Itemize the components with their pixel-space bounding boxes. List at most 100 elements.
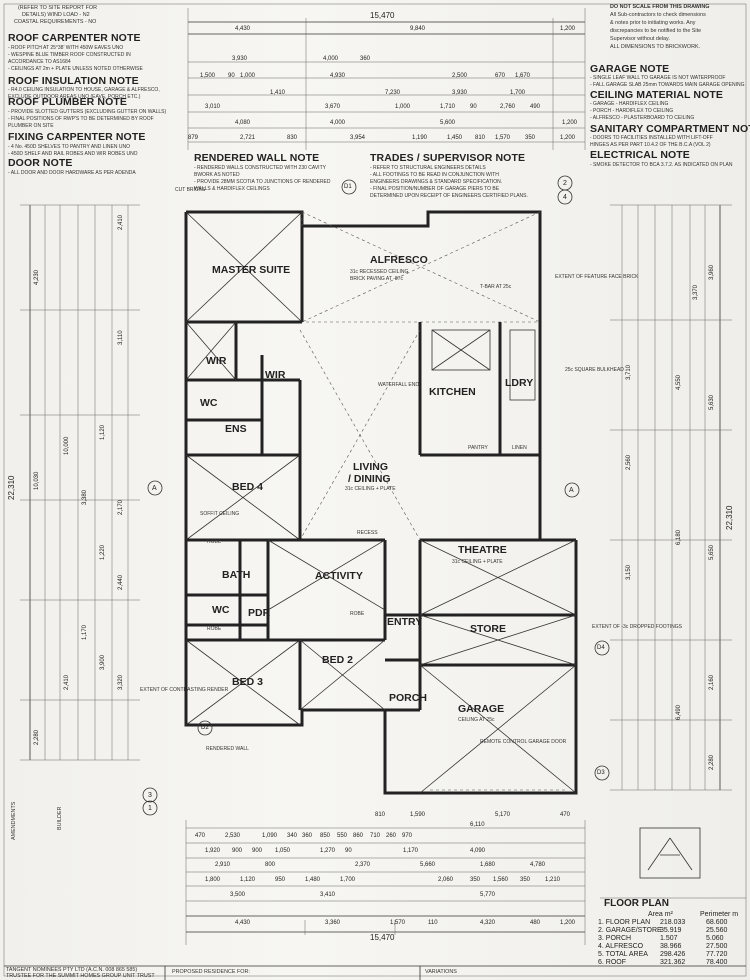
dim-left: 2,170 [118, 499, 124, 515]
room-alfresco: ALFRESCO [370, 254, 428, 266]
dim-bottom: 110 [428, 920, 438, 926]
dim-top: 3,010 [205, 104, 221, 110]
room-ensuite: ENS [225, 423, 247, 435]
room-wc: WC [200, 397, 218, 409]
room-store: STORE [470, 623, 506, 635]
dim-overall-bottom: 15,470 [370, 933, 395, 942]
dim-bottom: 1,590 [410, 812, 426, 818]
dim-right: 2,560 [626, 454, 632, 470]
dim-bottom: 470 [560, 812, 571, 818]
room-wir: WIR [206, 355, 227, 367]
note-line: - CEILINGS AT 2m + PLATE UNLESS NOTED OT… [8, 66, 143, 72]
room-wir: WIR [265, 369, 286, 381]
dim-left: 2,440 [118, 574, 124, 590]
note-line: ACCORDANCE TO AS1684 [8, 59, 71, 65]
dim-top: 2,500 [452, 73, 468, 79]
extent-feature-label: EXTENT OF FEATURE FACE BRICK [555, 274, 639, 280]
title-block-trustee: TRUSTEE FOR THE SUMMIT HOMES GROUP UNIT … [6, 973, 155, 979]
dim-top: 1,200 [562, 120, 578, 126]
legend-title: FLOOR PLAN [604, 898, 669, 909]
room-bed3: BED 3 [232, 676, 263, 688]
dim-right: 5,630 [709, 394, 715, 410]
dim-bottom: 1,050 [275, 848, 291, 854]
dim-top: 810 [475, 135, 486, 141]
roof-insulation-note-title: ROOF INSULATION NOTE [8, 75, 139, 87]
dim-bottom: 860 [353, 833, 364, 839]
garage-note-title: GARAGE NOTE [590, 63, 670, 75]
dim-bottom: 4,430 [235, 920, 251, 926]
dim-right: 5,650 [709, 544, 715, 560]
dim-top: 4,080 [235, 120, 251, 126]
legend-row-label: 3. PORCH [598, 935, 632, 942]
marker-2: 2 [563, 180, 567, 187]
dim-bottom: 1,120 [240, 877, 256, 883]
dim-top: 7,230 [385, 90, 401, 96]
top-right-note-line: All Sub-contractors to check dimensions [610, 12, 706, 18]
legend-row-area: 298.426 [660, 951, 686, 958]
dim-top: 1,000 [395, 104, 411, 110]
dim-bottom: 2,370 [355, 862, 371, 868]
note-line: - FINAL POSITION/NUMBER OF GARAGE PIERS … [370, 186, 500, 192]
note-line: - FALL GARAGE SLAB 25mm TOWARDS MAIN GAR… [590, 82, 745, 88]
dim-left: 3,110 [118, 330, 124, 345]
dim-left: 4,230 [34, 269, 40, 285]
legend-row-label: 5. TOTAL AREA [598, 951, 648, 958]
dim-left: 1,170 [82, 624, 88, 640]
dim-left: 3,900 [100, 654, 106, 670]
dim-top: 4,430 [235, 26, 251, 32]
marker-d4: D4 [597, 645, 605, 651]
legend-row-perimeter: 27.500 [706, 943, 728, 950]
room-entry: ENTRY [387, 616, 423, 628]
dim-bottom: 3,410 [320, 892, 336, 898]
dim-bottom: 360 [302, 833, 313, 839]
dim-bottom: 340 [287, 833, 298, 839]
legend-row-label: 6. ROOF [598, 959, 627, 966]
dim-bottom: 350 [470, 877, 481, 883]
legend-row-perimeter: 78.400 [706, 959, 728, 966]
dim-left: 3,320 [118, 674, 124, 690]
legend-row-area: 321.362 [660, 959, 686, 966]
dim-bottom: 1,210 [545, 877, 561, 883]
dim-top: 4,000 [323, 56, 339, 62]
legend-row-area: 35.919 [660, 927, 682, 934]
room-living: LIVING [353, 461, 389, 473]
dim-right: 4,550 [676, 374, 682, 390]
note-line: PLUMBER ON SITE [8, 123, 54, 129]
dim-left: 2,410 [118, 214, 124, 230]
room-powder: PDR [248, 607, 271, 619]
dim-left: 3,380 [82, 489, 88, 505]
dropped-footings-label: EXTENT OF -3c DROPPED FOOTINGS [592, 624, 682, 630]
dim-top: 360 [360, 56, 371, 62]
dim-bottom: 900 [232, 848, 243, 854]
soffit-label: SOFFIT CEILING [200, 511, 240, 517]
note-line: - REFER TO STRUCTURAL ENGINEERS DETAILS [370, 165, 486, 171]
extent-render-label: EXTENT OF CONTRASTING RENDER [140, 687, 229, 693]
door-note-title: DOOR NOTE [8, 157, 73, 169]
dim-bottom: 1,480 [305, 877, 321, 883]
top-right-note-line: DO NOT SCALE FROM THIS DRAWING [610, 4, 710, 10]
note-line: DETERMINED UPON RECEIPT OF ENGINEERS CER… [370, 193, 528, 199]
legend-row-label: 4. ALFRESCO [598, 943, 644, 950]
room-kitchen: KITCHEN [429, 386, 476, 398]
dim-top: 4,000 [330, 120, 346, 126]
note-line: - SMOKE DETECTOR TO BCA 3.7.2. AS INDICA… [590, 162, 733, 168]
dim-bottom: 810 [375, 812, 386, 818]
note-line: ENGINEERS DRAWINGS & STANDARD SPECIFICAT… [370, 179, 503, 185]
dim-top: 879 [188, 135, 199, 141]
note-line: - ALL FOOTINGS TO BE READ IN CONJUNCTION… [370, 172, 499, 178]
roof-carpenter-note-title: ROOF CARPENTER NOTE [8, 32, 141, 44]
dim-bottom: 1,570 [390, 920, 406, 926]
dim-top: 1,710 [440, 104, 456, 110]
dim-top: 1,670 [515, 73, 531, 79]
legend-col-area: Area m² [648, 911, 673, 918]
dim-right: 2,280 [709, 754, 715, 770]
dim-top: 670 [495, 73, 506, 79]
dim-top: 5,600 [440, 120, 456, 126]
room-bath: BATH [222, 569, 251, 581]
dim-bottom: 1,170 [403, 848, 419, 854]
dim-overall-left: 22,310 [7, 475, 16, 500]
dim-top: 3,930 [232, 56, 248, 62]
note-line: - ALFRESCO - PLASTERBOARD TO CEILING [590, 115, 695, 121]
dim-left: 10,000 [64, 436, 70, 455]
